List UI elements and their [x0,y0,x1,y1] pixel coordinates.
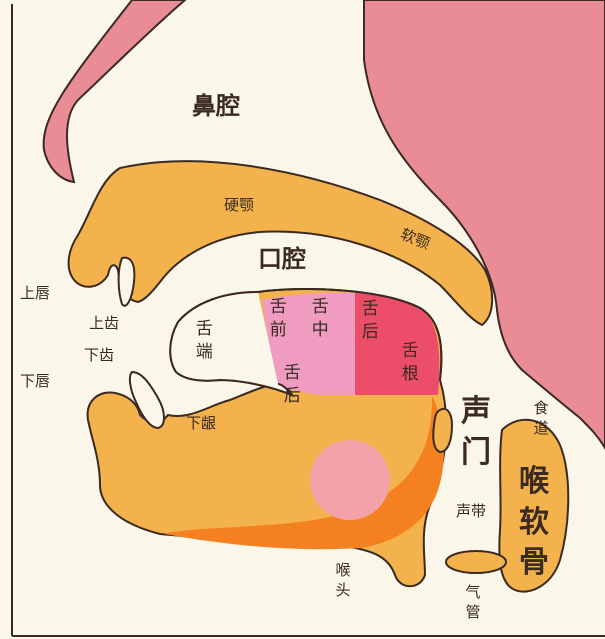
label-nasal-cavity: 鼻腔 [192,94,240,118]
trachea-oval [446,551,506,573]
label-lower-gum: 下龈 [186,416,216,431]
label-tongue-root: 舌根 [400,340,420,386]
label-trachea: 气管 [464,582,482,623]
nose [44,0,185,182]
label-lower-teeth: 下齿 [84,348,114,363]
label-tongue-tip: 舌端 [194,318,214,364]
label-hard-palate: 硬颚 [224,198,254,213]
label-vocal-cords: 声带 [456,504,486,519]
label-tongue-blade-back: 舌后 [282,362,302,408]
epiglottis-shape [433,409,452,452]
label-lower-lip: 下唇 [20,374,50,389]
label-esophagus: 食道 [532,398,550,439]
label-epiglottis: 喉软骨 [516,462,552,584]
label-tongue-back: 舌后 [360,298,380,344]
label-oral-cavity: 口腔 [258,247,306,271]
label-tongue-middle: 舌中 [310,296,330,342]
label-larynx: 喉头 [334,560,352,601]
label-upper-teeth: 上齿 [89,316,119,331]
label-upper-lip: 上唇 [20,286,50,301]
label-glottis: 声门 [458,392,494,473]
larynx-circle [310,440,390,520]
label-tongue-front: 舌前 [268,296,288,342]
